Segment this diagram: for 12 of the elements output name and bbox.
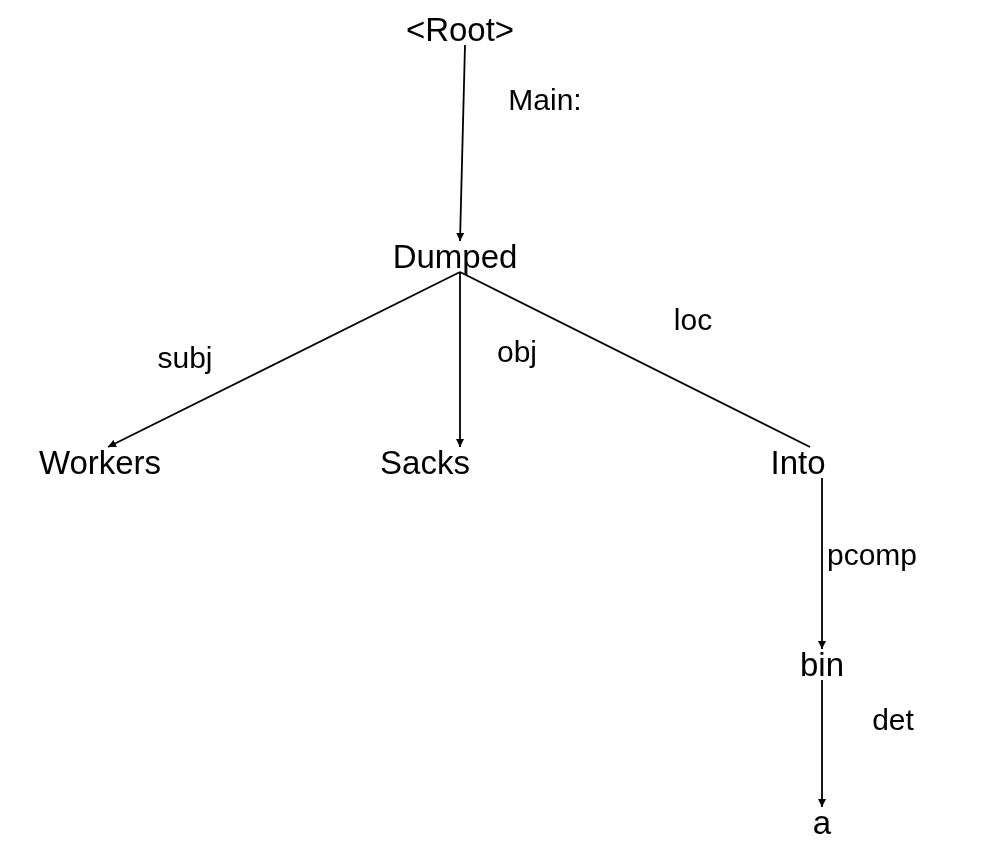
arrow bbox=[818, 679, 826, 808]
arrow bbox=[456, 44, 466, 242]
arrow bbox=[107, 271, 461, 448]
arrow bbox=[818, 477, 826, 650]
arrow bbox=[456, 271, 464, 448]
word-label: Workers bbox=[38, 444, 162, 482]
word-label: Dumped bbox=[392, 238, 518, 276]
word-label: <Root> bbox=[405, 11, 515, 49]
word-label: bin bbox=[800, 646, 844, 684]
word-label: a bbox=[812, 804, 832, 842]
word-label: Into bbox=[770, 444, 826, 482]
word-label: Sacks bbox=[380, 444, 470, 482]
